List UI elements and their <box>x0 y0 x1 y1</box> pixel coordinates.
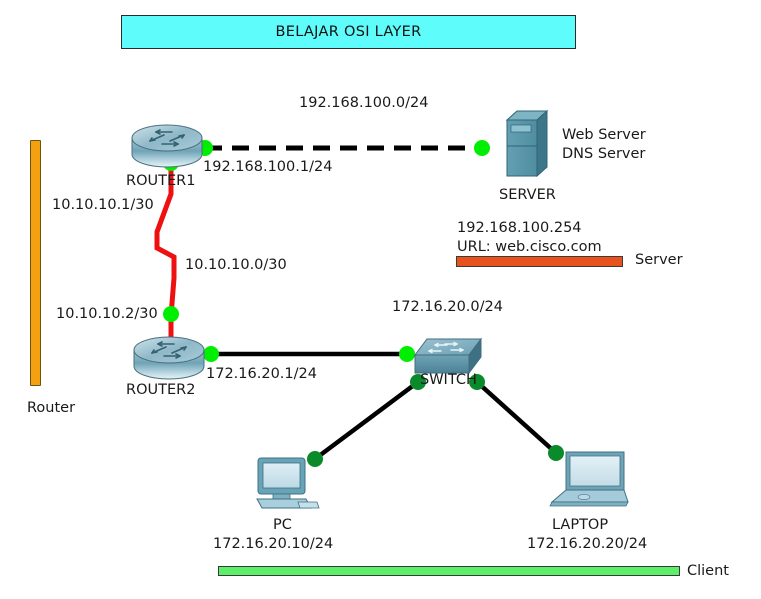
device-server[interactable] <box>503 108 551 180</box>
lan-network-label: 172.16.20.0/24 <box>392 299 503 315</box>
router2-label: ROUTER2 <box>126 382 196 398</box>
laptop-icon <box>549 451 629 507</box>
legend-label-client: Client <box>687 563 729 579</box>
router-icon <box>131 124 203 168</box>
device-router2[interactable] <box>130 333 208 381</box>
router1-label: ROUTER1 <box>126 173 196 189</box>
server-role-dns: DNS Server <box>562 146 646 162</box>
link-switch-laptop <box>475 380 558 455</box>
diagram-title-banner: BELAJAR OSI LAYER <box>121 15 576 49</box>
laptop-ip-label: 172.16.20.20/24 <box>527 536 648 552</box>
device-pc[interactable] <box>253 455 321 513</box>
router2-serial-ip-label: 10.10.10.2/30 <box>56 306 158 322</box>
device-laptop[interactable] <box>544 448 630 510</box>
router1-eth-ip-label: 192.168.100.1/24 <box>203 159 333 175</box>
page-title: BELAJAR OSI LAYER <box>275 24 422 40</box>
server-label: SERVER <box>499 187 556 203</box>
server-url-label: URL: web.cisco.com <box>457 239 602 255</box>
legend-bar-server <box>456 256 623 267</box>
server-ip-label: 192.168.100.254 <box>457 220 582 236</box>
server-role-web: Web Server <box>562 127 646 143</box>
switch-label: SWITCH <box>420 372 477 388</box>
switch-icon <box>414 337 482 375</box>
router1-serial-ip-label: 10.10.10.1/30 <box>52 197 154 213</box>
legend-label-server: Server <box>635 252 683 268</box>
server-icon <box>505 109 549 178</box>
desktop-pc-icon <box>256 457 320 509</box>
pc-label: PC <box>273 517 292 533</box>
wan-network-label: 192.168.100.0/24 <box>299 95 429 111</box>
link-switch-pc <box>313 380 420 461</box>
device-router1[interactable] <box>128 121 206 169</box>
node-dot-router2-serial <box>163 306 179 322</box>
legend-bar-client <box>218 566 680 576</box>
serial-network-label: 10.10.10.0/30 <box>185 257 287 273</box>
pc-ip-label: 172.16.20.10/24 <box>213 536 334 552</box>
node-dot-server-eth <box>474 140 490 156</box>
router-icon <box>133 336 205 380</box>
device-switch[interactable] <box>411 333 487 383</box>
legend-label-router: Router <box>27 400 76 416</box>
laptop-label: LAPTOP <box>552 517 609 533</box>
router2-eth-ip-label: 172.16.20.1/24 <box>206 366 317 382</box>
legend-bar-router <box>30 140 41 386</box>
